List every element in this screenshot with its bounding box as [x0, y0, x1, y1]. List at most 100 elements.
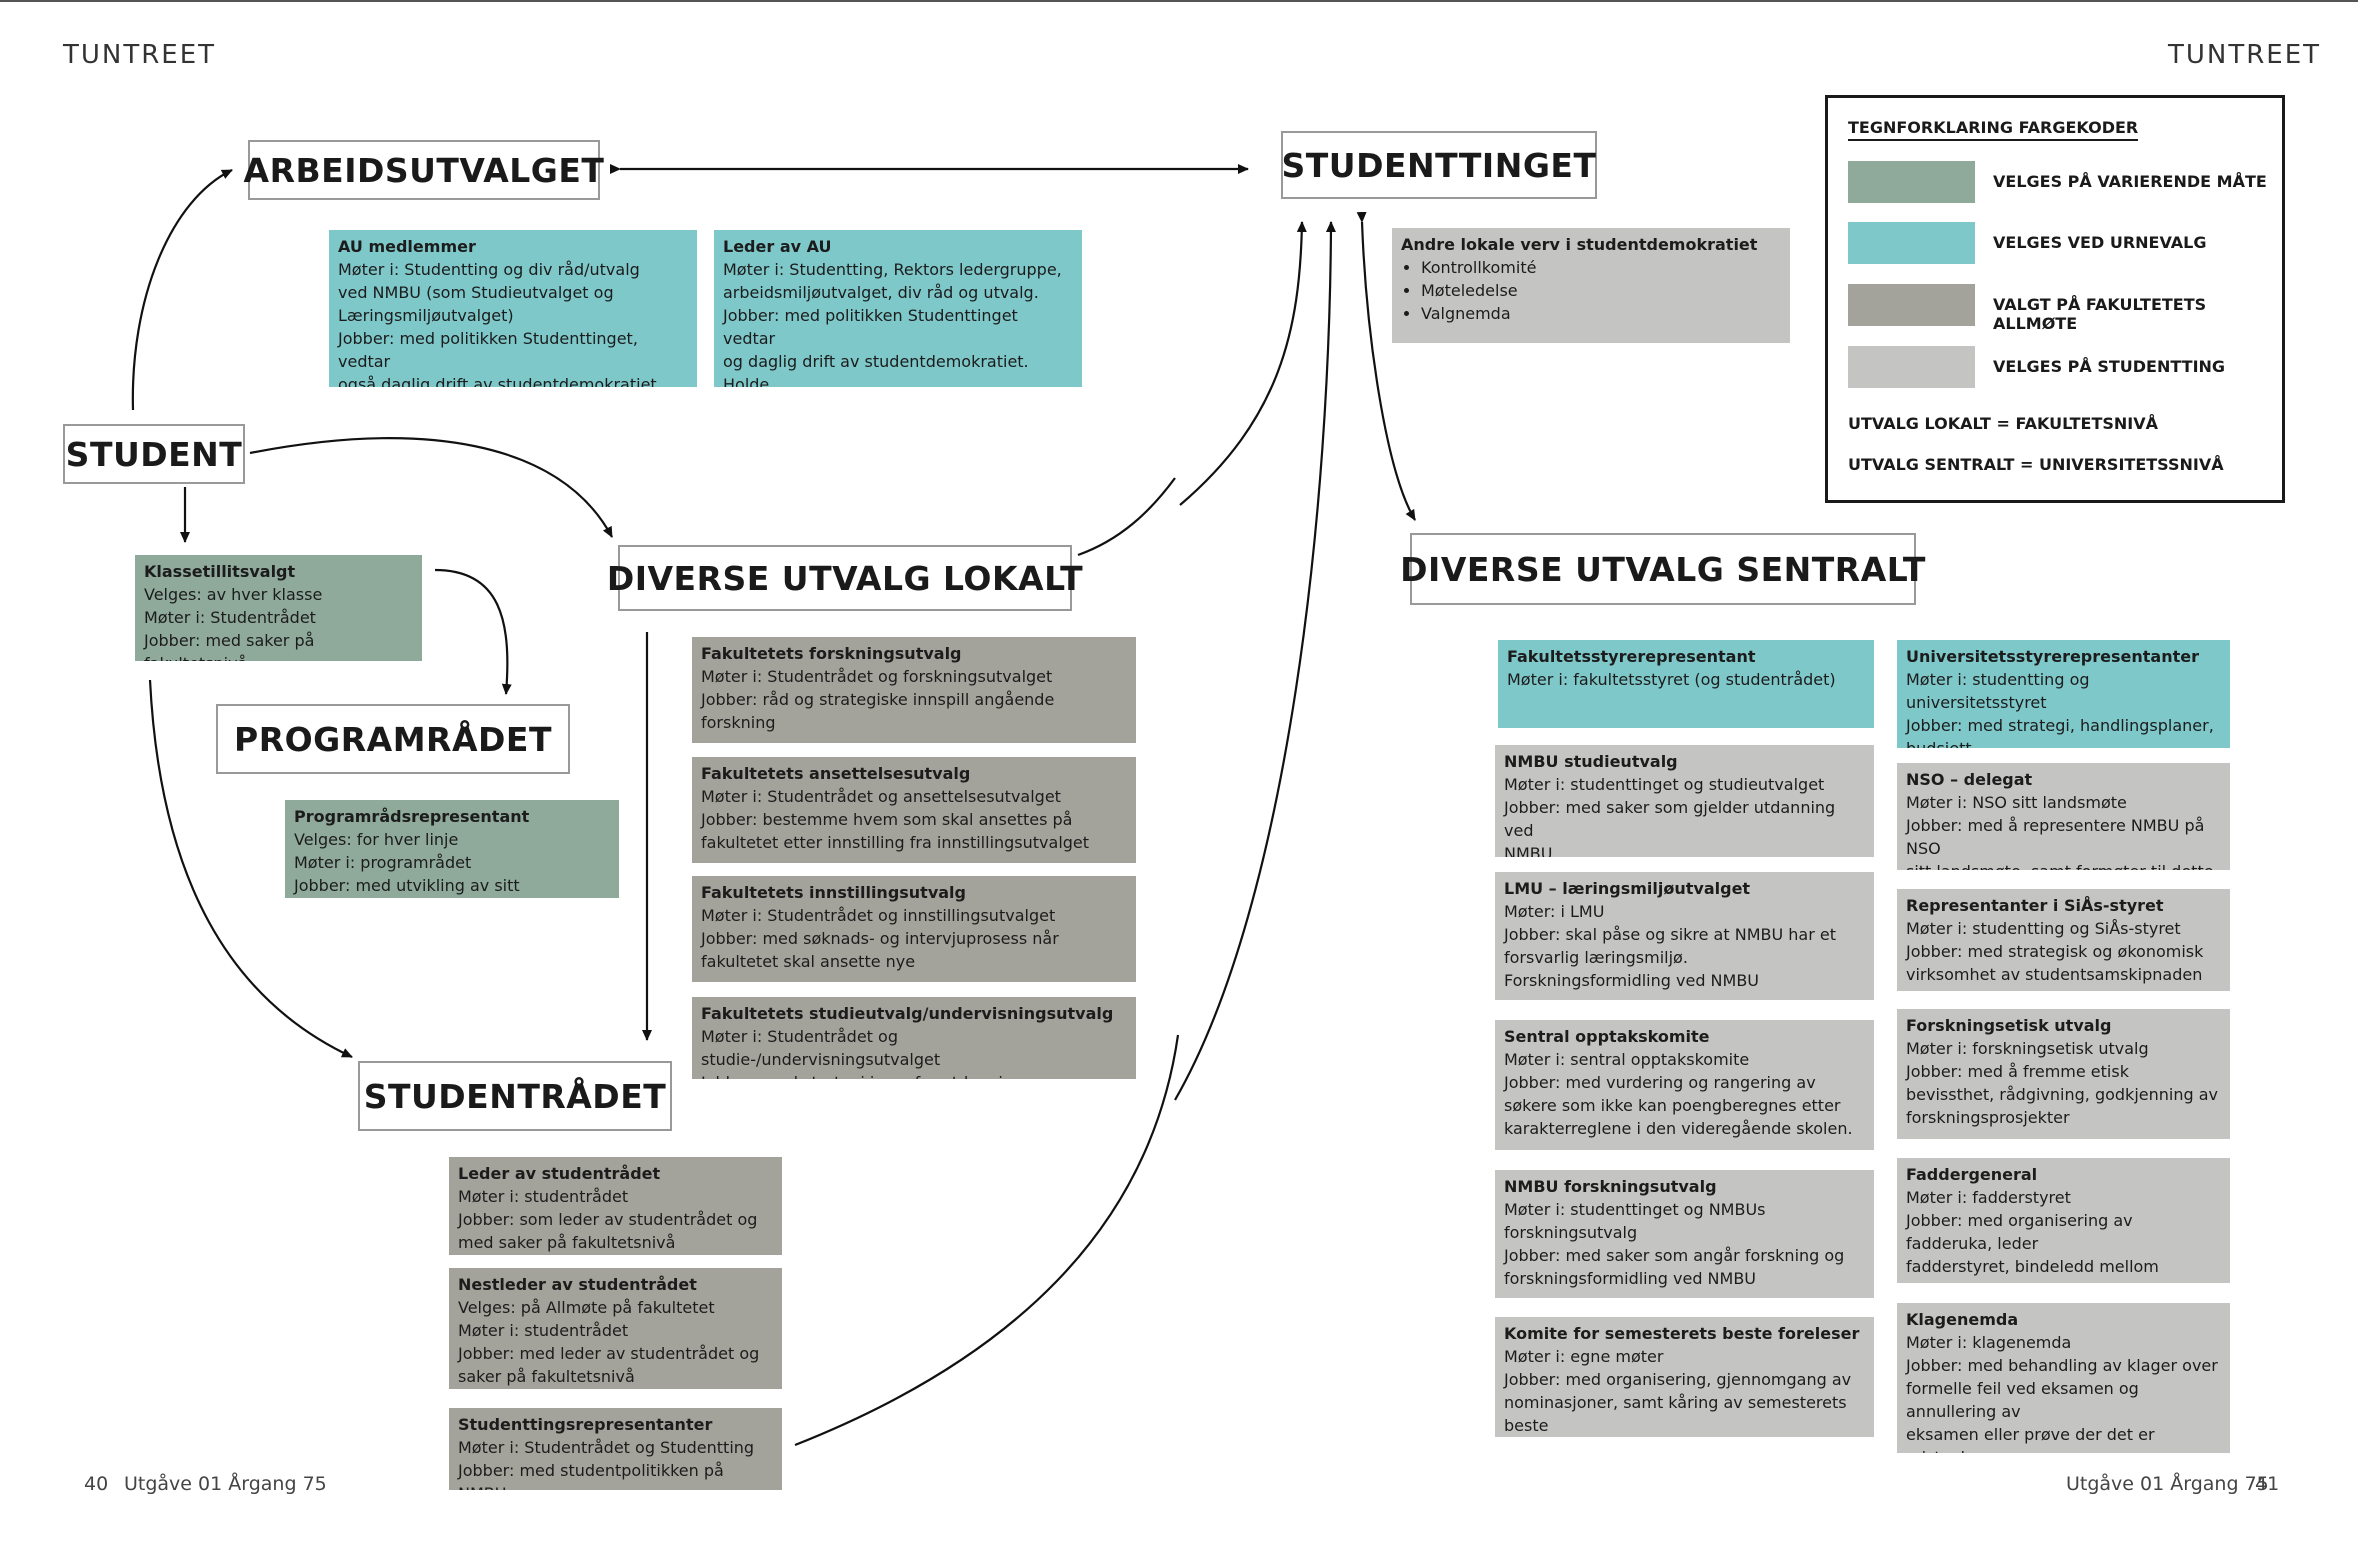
box-line: Møter i: NSO sitt landsmøte [1906, 793, 2127, 812]
arrow-student-lokalt [249, 437, 613, 538]
arrow-lokalt-tinget [1077, 477, 1176, 557]
box-line: Jobber: som leder av studentrådet og [458, 1210, 758, 1229]
box-line: formelle feil ved eksamen og annullering… [1906, 1379, 2144, 1421]
title-studentradet: STUDENTRÅDET [358, 1061, 672, 1131]
legend-label: VELGES VED URNEVALG [1993, 233, 2207, 252]
title-diverse-utvalg-lokalt: DIVERSE UTVALG LOKALT [607, 545, 1083, 611]
box-line: Jobber: med leder av studentrådet og [458, 1344, 760, 1363]
box-line: Jobber: med strategi innenfor utdanning [701, 1071, 1127, 1079]
box-line: Møter i: klagenemda [1906, 1333, 2072, 1352]
box-line: virksomhet av studentsamskipnaden [1906, 965, 2203, 984]
box-line: arbeidsmiljøutvalget, div råd og utvalg. [723, 283, 1039, 302]
list-item: Kontrollkomité [1421, 256, 1781, 279]
issue-right: Utgåve 01 Årgang 75 [2066, 1473, 2269, 1495]
box-title: LMU – læringsmiljøutvalget [1504, 879, 1751, 898]
top-rule [0, 0, 2358, 2]
arrow-rep-tinget [794, 1034, 1180, 1447]
legend: TEGNFORKLARING FARGEKODER VELGES PÅ VARI… [1825, 95, 2285, 503]
legend-label: VELGES PÅ VARIERENDE MÅTE [1993, 172, 2267, 191]
arrow-student-au [131, 169, 233, 411]
box-line: Møter i: fadderstyret [1906, 1188, 2071, 1207]
box-title: NMBU forskningsutvalg [1504, 1177, 1717, 1196]
box-line: Velges: av hver klasse [144, 585, 323, 604]
box-line: fakultetet skal ansette nye [701, 952, 916, 971]
box-title: NSO – delegat [1906, 770, 2033, 789]
box-title: Fakultetets innstillingsutvalg [701, 883, 966, 902]
box-line: Jobber: med vurdering og rangering av [1504, 1073, 1816, 1092]
box-line: Jobber: med strategisk og økonomisk [1906, 942, 2204, 961]
box-line: Jobber: med behandling av klager over [1906, 1356, 2218, 1375]
box-title: NMBU studieutvalg [1504, 752, 1678, 771]
box-line: Møter i: Studentrådet og Studentting [458, 1438, 755, 1457]
box-line: Møter i: egne møter [1504, 1347, 1664, 1366]
box-title: Representanter i SiÅs-styret [1906, 896, 2164, 915]
box-line: Møter i: programrådet [294, 853, 472, 872]
legend-note: UTVALG LOKALT = FAKULTETSNIVÅ [1848, 414, 2159, 433]
box-line: Møter i: Studentting, Rektors ledergrupp… [723, 260, 1062, 279]
page-number-left: 40 [84, 1473, 109, 1495]
box-title: Andre lokale verv i studentdemokratiet [1401, 235, 1758, 254]
box-line: forskningsutvalg [1504, 1223, 1638, 1242]
arrow-klasse-program [434, 568, 512, 695]
box-line: Møter i: Studentrådet og innstillingsutv… [701, 906, 1056, 925]
box-line: Møter i: Studentrådet og ansettelsesutva… [701, 787, 1061, 806]
legend-title: TEGNFORKLARING FARGEKODER [1848, 118, 2139, 141]
legend-label: VALGT PÅ FAKULTETETS ALLMØTE [1993, 295, 2207, 333]
box-line: karakterreglene i den videregående skole… [1504, 1119, 1853, 1138]
box-line: forskningsformidling ved NMBU [1504, 1269, 1757, 1288]
box-line: Velges: på Allmøte på fakultetet [458, 1298, 715, 1317]
box-line: Møter i: studentting og universitetsstyr… [1906, 670, 2095, 712]
box-title: Klagenemda [1906, 1310, 2019, 1329]
box-line: Velges: for hver linje [294, 830, 459, 849]
box-line: Møter i: Studentrådet [144, 608, 316, 627]
box-line: Jobber: bestemme hvem som skal ansettes … [701, 810, 1073, 829]
box-line: forskningsprosjekter [1906, 1108, 2070, 1127]
box-line: med saker på fakultetsnivå [458, 1233, 676, 1252]
running-head-right: TUNTREET [2168, 40, 2322, 70]
box-line: fakultetet etter innstilling fra innstil… [701, 833, 1090, 852]
box-line: Møter i: sentral opptakskomite [1504, 1050, 1750, 1069]
box-line: Jobber: med strategi, handlingsplaner, b… [1906, 716, 2214, 748]
legend-swatch [1848, 161, 1975, 203]
box-title: Fakultetets forskningsutvalg [701, 644, 962, 663]
box-title: Studenttingsrepresentanter [458, 1415, 713, 1434]
box-line: nominasjoner, samt kåring av semesterets… [1504, 1393, 1852, 1435]
verv-list: Kontrollkomité Møteledelse Valgnemda [1401, 256, 1781, 325]
box-line: Møter i: studentrådet [458, 1187, 629, 1206]
title-studenttinget: STUDENTTINGET [1281, 131, 1597, 199]
box-title: AU medlemmer [338, 237, 476, 256]
box-line: Møter i: studenttinget og studieutvalget [1504, 775, 1825, 794]
box-line: ved NMBU (som Studieutvalget og [338, 283, 614, 302]
box-title: Komite for semesterets beste foreleser [1504, 1324, 1860, 1343]
box-title: Faddergeneral [1906, 1165, 2038, 1184]
box-title: Sentral opptakskomite [1504, 1027, 1710, 1046]
running-head-left: TUNTREET [63, 40, 217, 70]
box-line: og daglig drift av studentdemokratiet. H… [723, 352, 1034, 387]
title-diverse-utvalg-sentralt: DIVERSE UTVALG SENTRALT [1400, 533, 1925, 605]
box-line: Jobber: med å fremme etisk [1906, 1062, 2129, 1081]
arrow-lokalt-tinget-2 [1179, 221, 1307, 506]
box-line: også daglig drift av studentdemokratiet. [338, 375, 662, 387]
title-programradet: PROGRAMRÅDET [216, 704, 570, 774]
list-item: Valgnemda [1421, 302, 1781, 325]
box-line: Jobber: råd og strategiske innspill angå… [701, 690, 1055, 709]
box-title: Leder av studentrådet [458, 1164, 661, 1183]
box-title: Leder av AU [723, 237, 832, 256]
box-line: Læringsmiljøutvalget) [338, 306, 514, 325]
box-line: eksamen eller prøve der det er mistanke … [1906, 1425, 2155, 1453]
legend-label: VELGES PÅ STUDENTTING [1993, 357, 2226, 376]
box-line: Jobber: skal påse og sikre at NMBU har e… [1504, 925, 1836, 944]
